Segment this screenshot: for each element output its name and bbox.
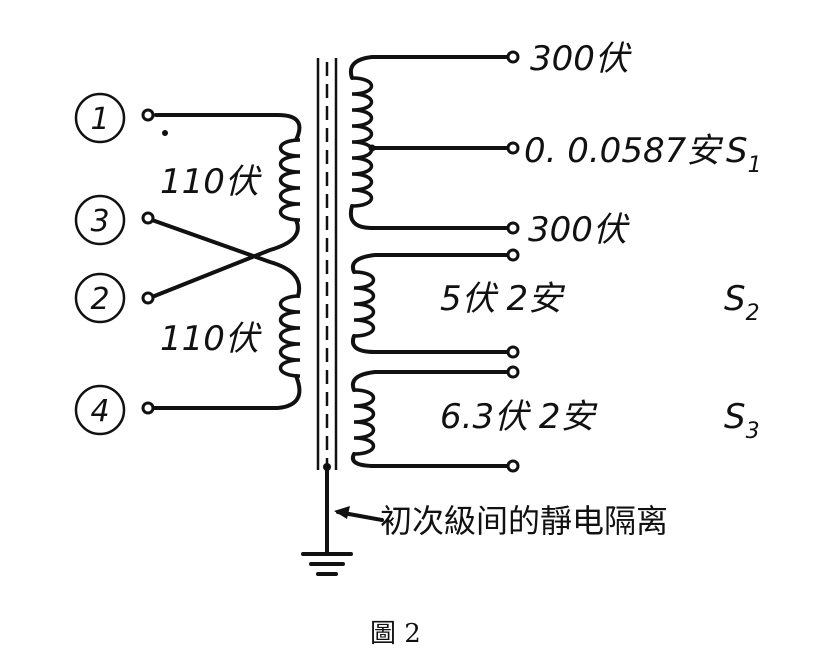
s3-rating: 6.3伏 2安: [440, 397, 599, 437]
terminal-label-3: 3: [90, 204, 109, 239]
secondary-winding-s1: [349, 55, 512, 230]
s1-top-voltage: 300伏: [530, 39, 632, 79]
terminal-label-1: 1: [90, 102, 109, 137]
s1-terminal-bottom: [506, 221, 520, 235]
s1-center-tap-current: 0. 0.0587安: [524, 131, 724, 171]
transformer-core: [316, 58, 338, 470]
primary-terminal-2: [141, 291, 155, 305]
secondary-winding-s3: [351, 370, 512, 468]
s1-bottom-voltage: 300伏: [528, 210, 630, 250]
primary-terminal-4: [141, 401, 155, 415]
ground-symbol: [301, 552, 353, 576]
secondary-winding-s2: [351, 253, 512, 354]
s3-name: S3: [724, 397, 760, 444]
terminal-label-4: 4: [90, 394, 109, 429]
primary-winding-lower: [150, 218, 302, 410]
s3-terminal-bottom: [506, 459, 520, 473]
primary-lower-voltage: 110伏: [160, 319, 262, 359]
stray-dot: [162, 130, 168, 136]
figure-caption: 圖 2: [370, 619, 421, 649]
terminal-badges: 1 3 2 4: [74, 92, 126, 436]
terminal-label-2: 2: [90, 282, 109, 317]
shield-ground-lead: [323, 463, 331, 554]
primary-winding-upper: [150, 113, 302, 299]
s1-name: S1: [726, 131, 762, 178]
s2-rating: 5伏 2安: [440, 279, 566, 319]
s2-name: S2: [724, 279, 760, 326]
shield-note: 初次級间的靜电隔离: [380, 502, 668, 540]
s1-terminal-top: [506, 50, 520, 64]
shield-annotation-arrow: [334, 506, 384, 522]
primary-terminal-1: [141, 108, 155, 122]
s2-terminal-top: [506, 248, 520, 262]
s2-terminal-bottom: [506, 345, 520, 359]
s1-terminal-center: [506, 141, 520, 155]
s3-terminal-top: [506, 365, 520, 379]
primary-terminal-3: [141, 211, 155, 225]
primary-upper-voltage: 110伏: [160, 162, 262, 202]
